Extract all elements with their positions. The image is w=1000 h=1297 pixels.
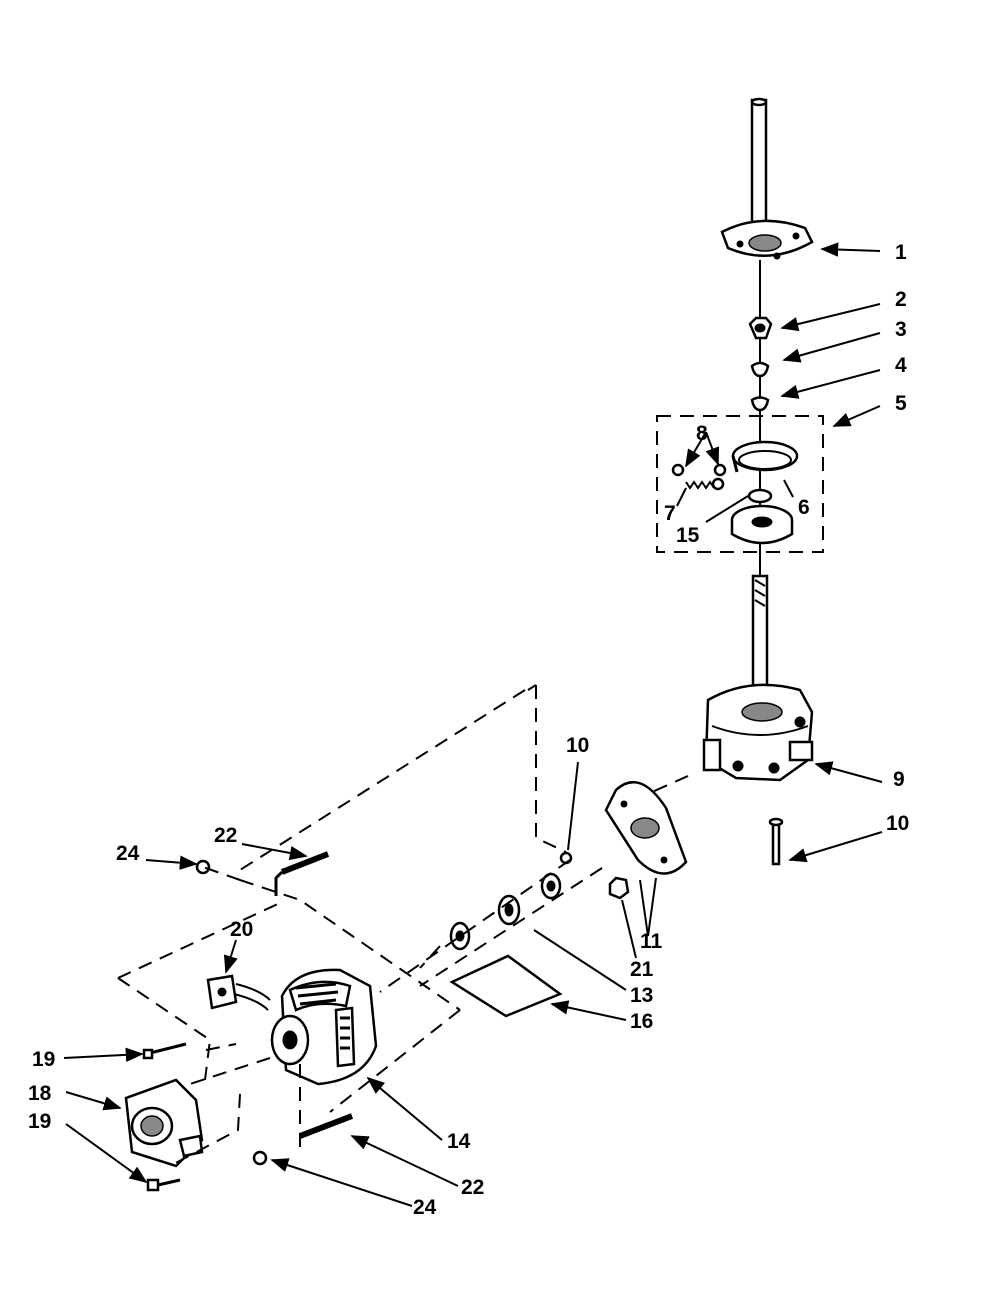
callout-2: 2 — [895, 288, 907, 311]
part-4-clip — [750, 396, 770, 412]
callout-21: 21 — [630, 958, 654, 981]
part-19-clip-upper — [142, 1042, 187, 1060]
callout-24-lower: 24 — [413, 1196, 437, 1219]
part-18-pump — [124, 1078, 204, 1168]
callout-22-lower: 22 — [461, 1176, 484, 1199]
callout-11: 11 — [640, 930, 663, 953]
part-9-gearcase — [702, 683, 814, 782]
callout-14: 14 — [447, 1130, 471, 1153]
callout-5: 5 — [895, 392, 907, 415]
callout-19-upper: 19 — [32, 1048, 55, 1071]
callout-9: 9 — [893, 768, 905, 791]
callout-19-lower: 19 — [28, 1110, 51, 1133]
assembly-lines — [117, 684, 603, 1167]
callout-4: 4 — [895, 354, 907, 377]
part-3-clip — [750, 361, 770, 378]
part-13-coupler-b — [497, 894, 521, 926]
part-2-nut — [748, 316, 773, 340]
part-15-spline-gear — [747, 488, 773, 504]
callout-20: 20 — [230, 918, 253, 941]
part-10-bolt-lower — [768, 817, 784, 866]
part-20-switch — [206, 974, 271, 1011]
callout-7: 7 — [664, 502, 676, 525]
callout-24-upper: 24 — [116, 842, 140, 865]
part-6-clutch-band — [731, 440, 799, 473]
callout-10-lower: 10 — [886, 812, 909, 835]
part-24-screw-upper — [195, 859, 211, 875]
part-13-coupler-c — [449, 921, 471, 951]
callout-8: 8 — [696, 422, 708, 445]
callout-15: 15 — [676, 524, 700, 547]
part-8-washers — [671, 463, 727, 477]
clutch-pulley — [730, 504, 794, 545]
part-24-screw-lower — [252, 1150, 268, 1166]
callout-1: 1 — [895, 241, 907, 264]
part-22-rod-upper — [274, 851, 330, 896]
callout-22-upper: 22 — [214, 824, 237, 847]
part-19-clip-lower — [146, 1178, 181, 1192]
callout-10-upper: 10 — [566, 734, 589, 757]
callout-13: 13 — [630, 984, 653, 1007]
callout-labels: 1 2 3 4 5 6 7 8 15 9 10 10 11 21 13 16 1… — [28, 241, 909, 1219]
part-22-rod-lower — [298, 1113, 354, 1139]
callout-18: 18 — [28, 1082, 52, 1105]
part-16-pad — [449, 954, 563, 1018]
part-7-screw-spring — [685, 477, 725, 491]
callout-3: 3 — [895, 318, 907, 341]
part-5-clutch-assembly-box — [656, 415, 824, 553]
callout-6: 6 — [798, 496, 810, 519]
part-14-motor — [270, 968, 378, 1086]
part-11-mounting-plate — [604, 780, 688, 875]
callout-16: 16 — [630, 1010, 653, 1033]
part-21-nut — [608, 876, 630, 900]
leader-lines — [63, 242, 883, 1207]
